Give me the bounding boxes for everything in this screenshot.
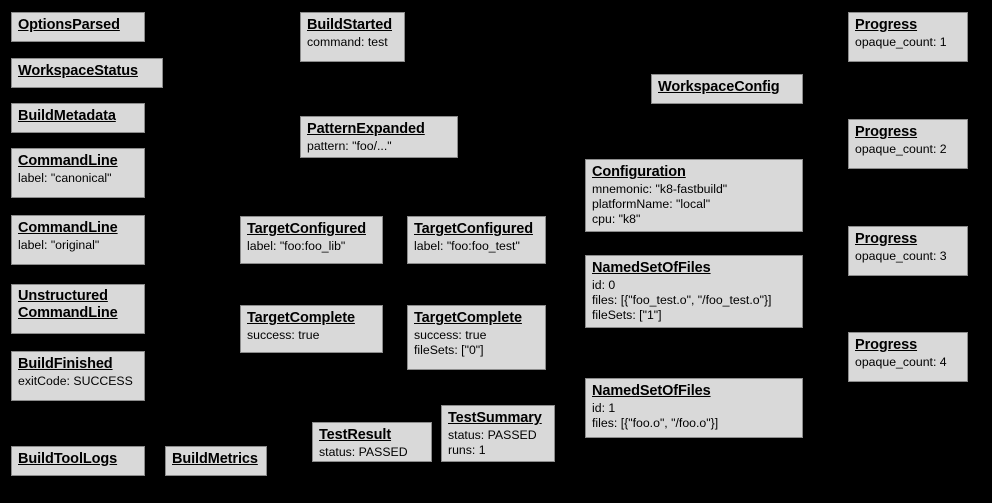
node-field: files: [{"foo_test.o", "/foo_test.o"}] <box>592 293 772 308</box>
node-title: Progress <box>855 337 918 353</box>
node-title: WorkspaceStatus <box>18 63 138 79</box>
node-field: label: "original" <box>18 238 100 253</box>
node-field: platformName: "local" <box>592 197 711 212</box>
node-fields: opaque_count: 1 <box>855 35 962 50</box>
node-progress-3[interactable]: Progress opaque_count: 3 <box>848 226 968 276</box>
node-field: id: 1 <box>592 401 616 416</box>
node-field: opaque_count: 4 <box>855 355 947 370</box>
node-progress-2[interactable]: Progress opaque_count: 2 <box>848 119 968 169</box>
node-title: BuildStarted <box>307 17 393 33</box>
node-title: NamedSetOfFiles <box>592 260 711 276</box>
node-title: TestResult <box>319 427 392 443</box>
node-build-finished[interactable]: BuildFinished exitCode: SUCCESS <box>11 351 145 401</box>
node-title: TestSummary <box>448 410 542 426</box>
node-title: NamedSetOfFiles <box>592 383 711 399</box>
node-title: TargetConfigured <box>414 221 533 237</box>
node-field: command: test <box>307 35 388 50</box>
node-target-configured-foo-lib[interactable]: TargetConfigured label: "foo:foo_lib" <box>240 216 383 264</box>
node-title: TargetConfigured <box>247 221 366 237</box>
node-fields: opaque_count: 3 <box>855 249 962 264</box>
node-field: status: PASSED <box>319 445 408 460</box>
node-unstructured-command-line[interactable]: Unstructured CommandLine <box>11 284 145 334</box>
node-target-complete-lib[interactable]: TargetComplete success: true <box>240 305 383 353</box>
node-field: opaque_count: 3 <box>855 249 947 264</box>
node-field: files: [{"foo.o", "/foo.o"}] <box>592 416 719 431</box>
node-field: cpu: "k8" <box>592 212 641 227</box>
node-title: BuildMetrics <box>172 451 258 467</box>
node-title: Unstructured CommandLine <box>18 288 118 322</box>
node-fields: pattern: "foo/..." <box>307 139 452 154</box>
node-fields: mnemonic: "k8-fastbuild"platformName: "l… <box>592 182 797 227</box>
node-fields: exitCode: SUCCESS <box>18 374 139 389</box>
node-fields: opaque_count: 2 <box>855 142 962 157</box>
node-title: Configuration <box>592 164 686 180</box>
node-title: WorkspaceConfig <box>658 79 780 95</box>
node-fields: label: "foo:foo_lib" <box>247 239 377 254</box>
node-title: PatternExpanded <box>307 121 425 137</box>
node-title: CommandLine <box>18 220 118 236</box>
node-workspace-config[interactable]: WorkspaceConfig <box>651 74 803 104</box>
node-fields: opaque_count: 4 <box>855 355 962 370</box>
node-title: Progress <box>855 231 918 247</box>
node-fields: label: "foo:foo_test" <box>414 239 540 254</box>
node-configuration[interactable]: Configuration mnemonic: "k8-fastbuild"pla… <box>585 159 803 232</box>
node-field: opaque_count: 2 <box>855 142 947 157</box>
node-field: label: "foo:foo_test" <box>414 239 520 254</box>
node-options-parsed[interactable]: OptionsParsed <box>11 12 145 42</box>
node-field: id: 0 <box>592 278 616 293</box>
node-field: success: true <box>414 328 487 343</box>
node-fields: status: PASSED <box>319 445 426 460</box>
node-pattern-expanded[interactable]: PatternExpanded pattern: "foo/..." <box>300 116 458 158</box>
node-workspace-status[interactable]: WorkspaceStatus <box>11 58 163 88</box>
node-title: CommandLine <box>18 153 118 169</box>
node-progress-1[interactable]: Progress opaque_count: 1 <box>848 12 968 62</box>
node-field: opaque_count: 1 <box>855 35 947 50</box>
node-field: pattern: "foo/..." <box>307 139 392 154</box>
node-field: label: "canonical" <box>18 171 112 186</box>
node-title: BuildToolLogs <box>18 451 118 467</box>
node-title: TargetComplete <box>414 310 522 326</box>
node-title: Progress <box>855 17 918 33</box>
node-title: OptionsParsed <box>18 17 120 33</box>
node-title: Progress <box>855 124 918 140</box>
node-field: status: PASSED <box>448 428 537 443</box>
node-field: fileSets: ["1"] <box>592 308 662 323</box>
node-title: BuildMetadata <box>18 108 116 124</box>
node-fields: command: test <box>307 35 399 50</box>
node-progress-4[interactable]: Progress opaque_count: 4 <box>848 332 968 382</box>
node-fields: label: "canonical" <box>18 171 139 186</box>
node-field: success: true <box>247 328 320 343</box>
node-target-configured-foo-test[interactable]: TargetConfigured label: "foo:foo_test" <box>407 216 546 264</box>
node-field: fileSets: ["0"] <box>414 343 484 358</box>
node-command-line-original[interactable]: CommandLine label: "original" <box>11 215 145 265</box>
node-field: runs: 1 <box>448 443 486 458</box>
node-command-line-canonical[interactable]: CommandLine label: "canonical" <box>11 148 145 198</box>
node-test-result[interactable]: TestResult status: PASSED <box>312 422 432 462</box>
node-title: TargetComplete <box>247 310 355 326</box>
node-build-metadata[interactable]: BuildMetadata <box>11 103 145 133</box>
node-build-tool-logs[interactable]: BuildToolLogs <box>11 446 145 476</box>
node-fields: success: true <box>247 328 377 343</box>
node-build-metrics[interactable]: BuildMetrics <box>165 446 267 476</box>
node-field: mnemonic: "k8-fastbuild" <box>592 182 728 197</box>
node-build-started[interactable]: BuildStarted command: test <box>300 12 405 62</box>
node-fields: label: "original" <box>18 238 139 253</box>
node-field: label: "foo:foo_lib" <box>247 239 346 254</box>
node-title: BuildFinished <box>18 356 113 372</box>
node-field: exitCode: SUCCESS <box>18 374 133 389</box>
